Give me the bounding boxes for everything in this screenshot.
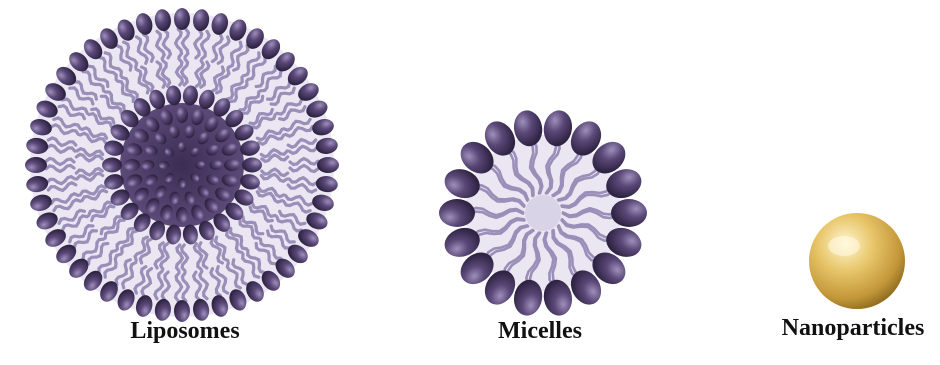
micelle-illustration [439, 108, 647, 318]
liposome-core-headgroup [195, 161, 205, 169]
liposome-core-headgroup [176, 107, 188, 123]
nanoparticle-illustration [809, 213, 905, 309]
liposome-illustration [25, 8, 339, 322]
liposome-outer-headgroup [174, 8, 190, 30]
liposome-outer-headgroup [317, 157, 339, 173]
liposome-core-headgroup [159, 161, 169, 169]
liposome-inner-headgroup [242, 158, 262, 173]
liposome-core-headgroup [178, 178, 186, 188]
micelle-headgroup [611, 199, 647, 227]
liposome-core-headgroup [210, 160, 223, 170]
liposome-inner-headgroup [102, 158, 122, 173]
micelle-headgroup [439, 199, 475, 227]
liposomes-label: Liposomes [80, 318, 290, 345]
liposome-core-headgroup [142, 160, 155, 170]
nanoparticle-highlight [828, 236, 860, 256]
micelle-center [525, 195, 561, 231]
nanoparticles-label: Nanoparticles [768, 315, 938, 342]
liposome-core-headgroup [176, 207, 188, 223]
liposome-core-headgroup [124, 159, 140, 171]
micelles-label: Micelles [450, 318, 630, 345]
liposome-core-headgroup [178, 142, 186, 152]
nanoparticle-sphere [809, 213, 905, 309]
liposome-core-headgroup [224, 159, 240, 171]
liposome-outer-headgroup [25, 157, 47, 173]
